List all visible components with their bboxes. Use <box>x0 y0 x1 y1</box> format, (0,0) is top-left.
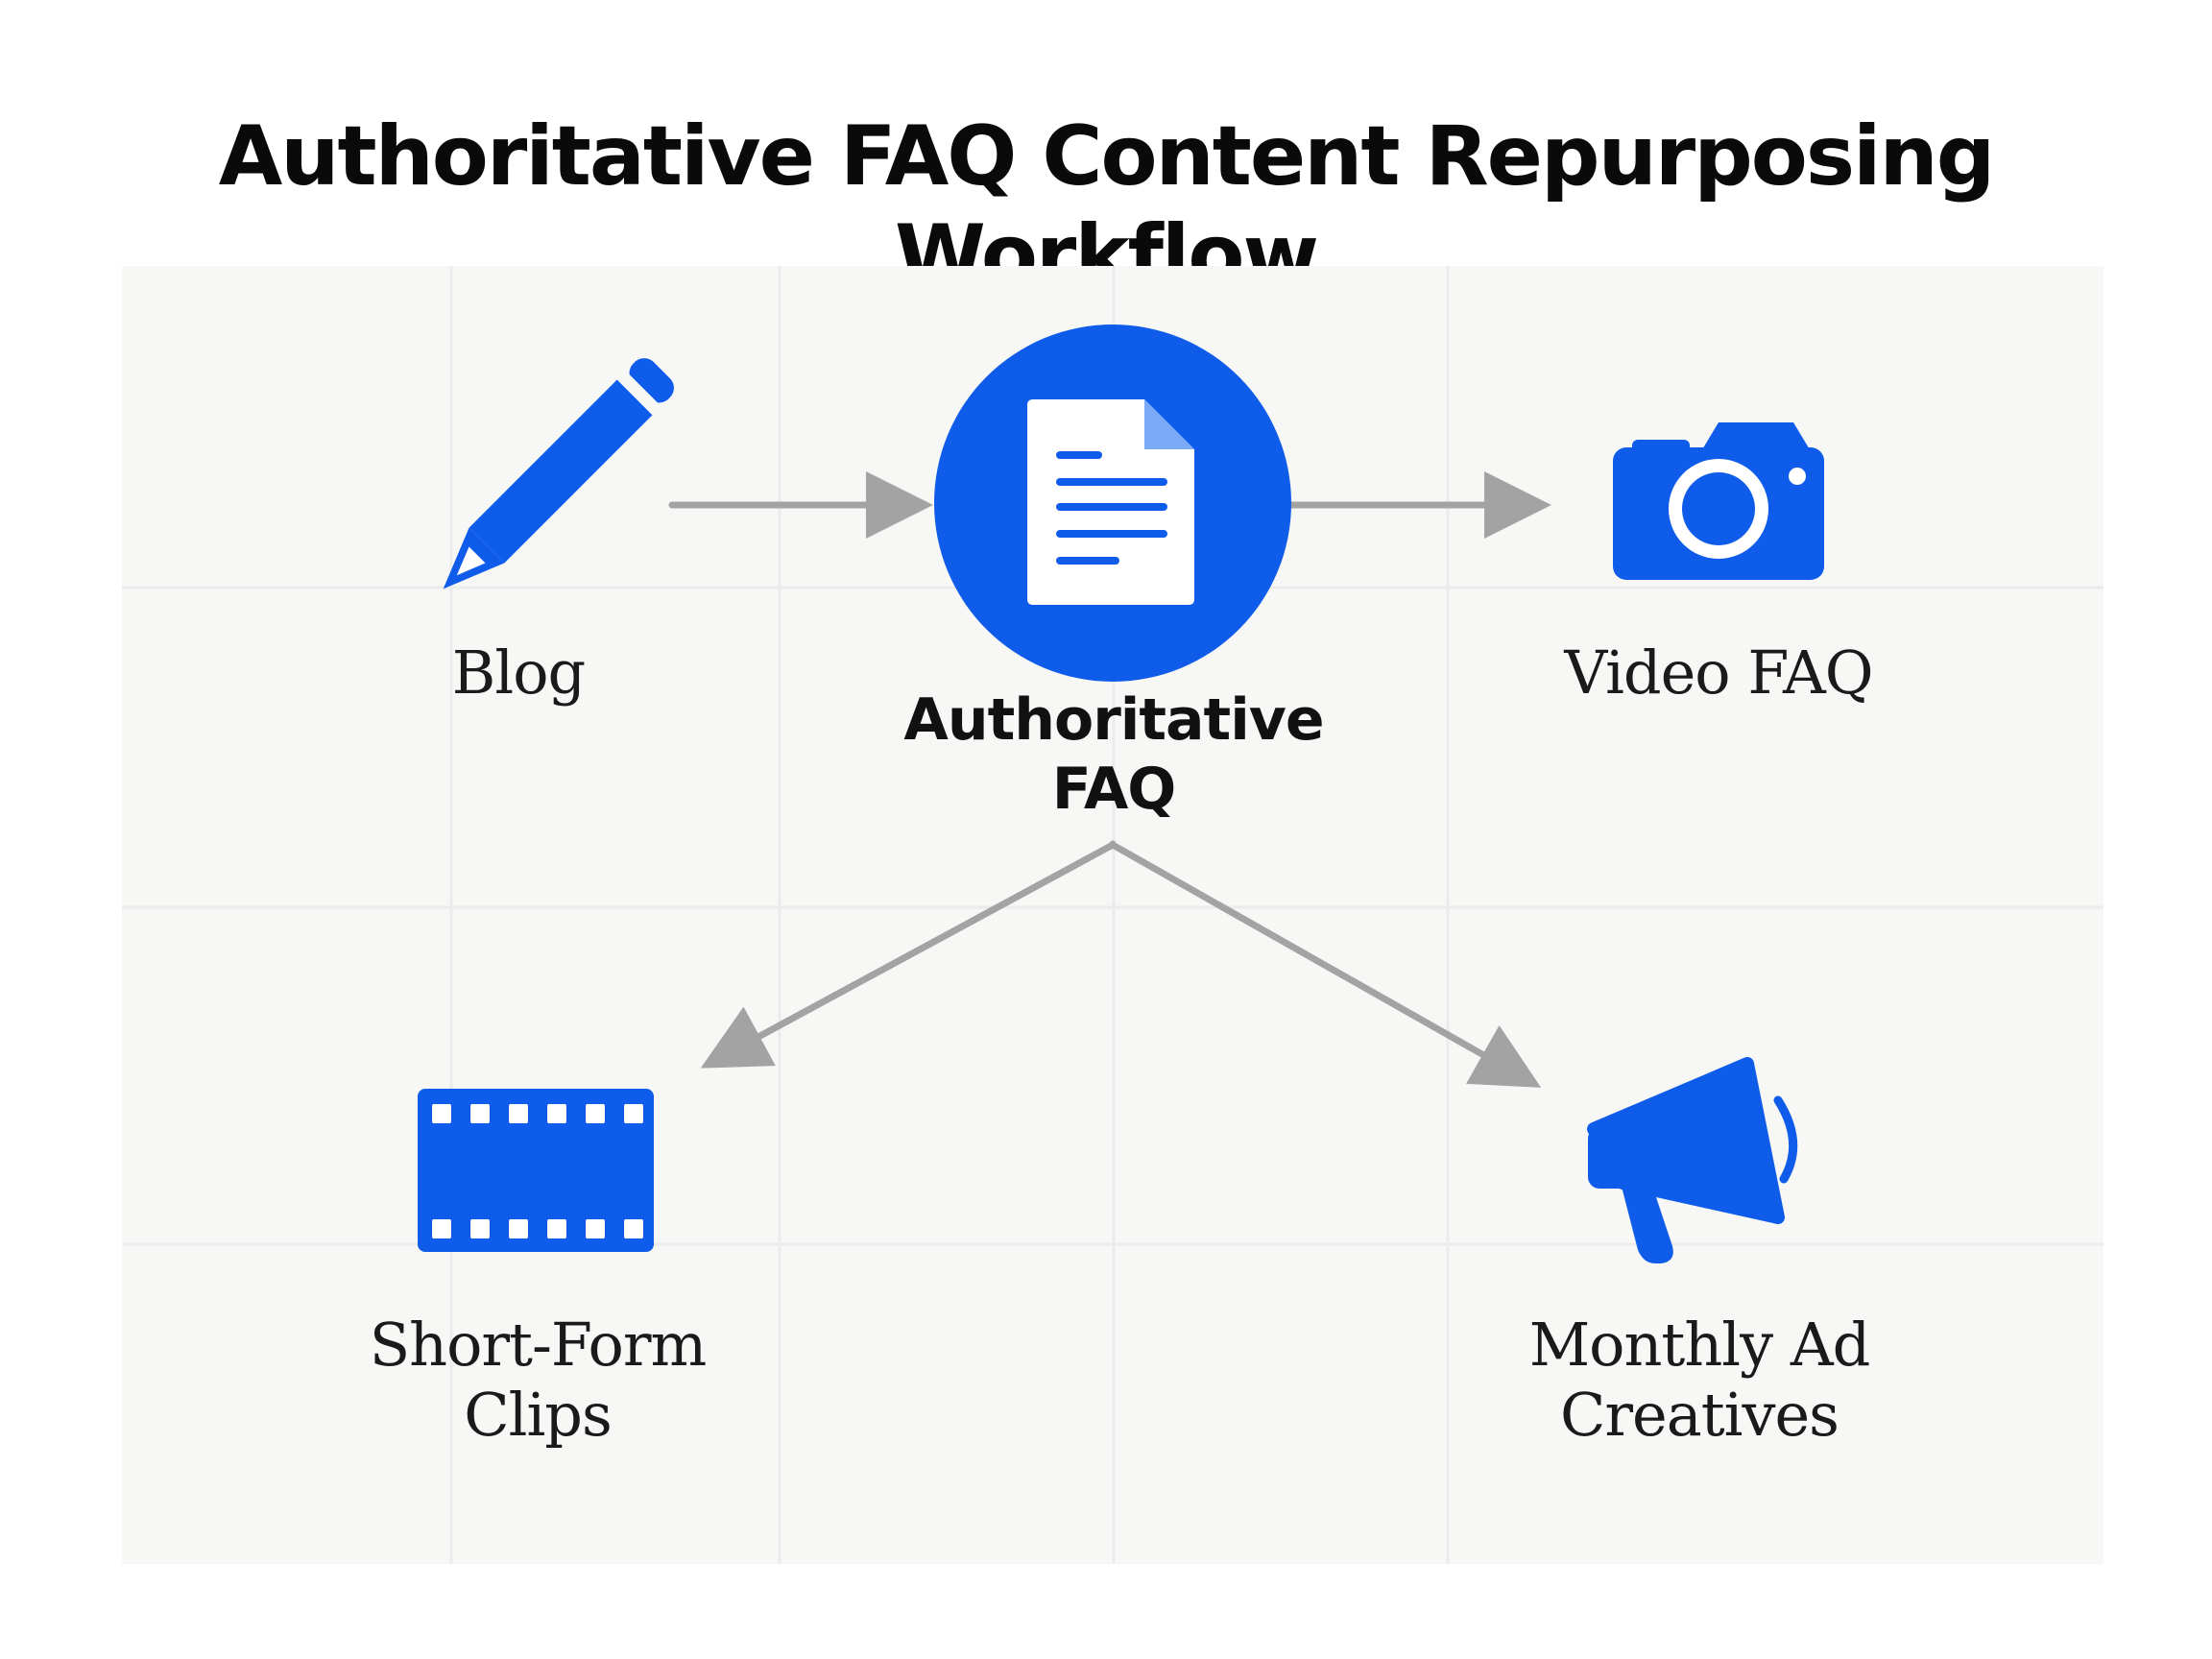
blog-label-text: Blog <box>451 637 586 708</box>
pencil-icon <box>443 358 674 589</box>
authoritative-faq-label-line2: FAQ <box>1051 756 1177 823</box>
film-strip-icon <box>418 1089 654 1252</box>
authoritative-faq-label: Authoritative FAQ <box>864 685 1363 824</box>
monthly-ad-creatives-label-line2: Creatives <box>1559 1380 1839 1451</box>
arrow-faq-to-ads <box>1109 841 1542 1088</box>
short-form-clips-label-line2: Clips <box>464 1380 613 1451</box>
monthly-ad-creatives-label: Monthly Ad Creatives <box>1479 1310 1920 1450</box>
edge-arrows <box>668 471 1551 1088</box>
monthly-ad-creatives-label-line1: Monthly Ad <box>1528 1310 1871 1380</box>
megaphone-icon <box>1587 1057 1798 1263</box>
authoritative-faq-node <box>934 325 1291 682</box>
video-faq-label-text: Video FAQ <box>1564 637 1873 708</box>
video-faq-label: Video FAQ <box>1498 637 1939 708</box>
page-title: Authoritative FAQ Content Repurposing Wo… <box>218 108 1996 304</box>
authoritative-faq-label-line1: Authoritative <box>903 686 1324 754</box>
arrow-faq-to-clips <box>700 841 1117 1069</box>
document-icon <box>1027 399 1194 605</box>
camera-icon <box>1613 422 1824 580</box>
short-form-clips-label: Short-Form Clips <box>317 1310 758 1450</box>
short-form-clips-label-line1: Short-Form <box>369 1310 708 1380</box>
blog-label: Blog <box>384 637 653 708</box>
